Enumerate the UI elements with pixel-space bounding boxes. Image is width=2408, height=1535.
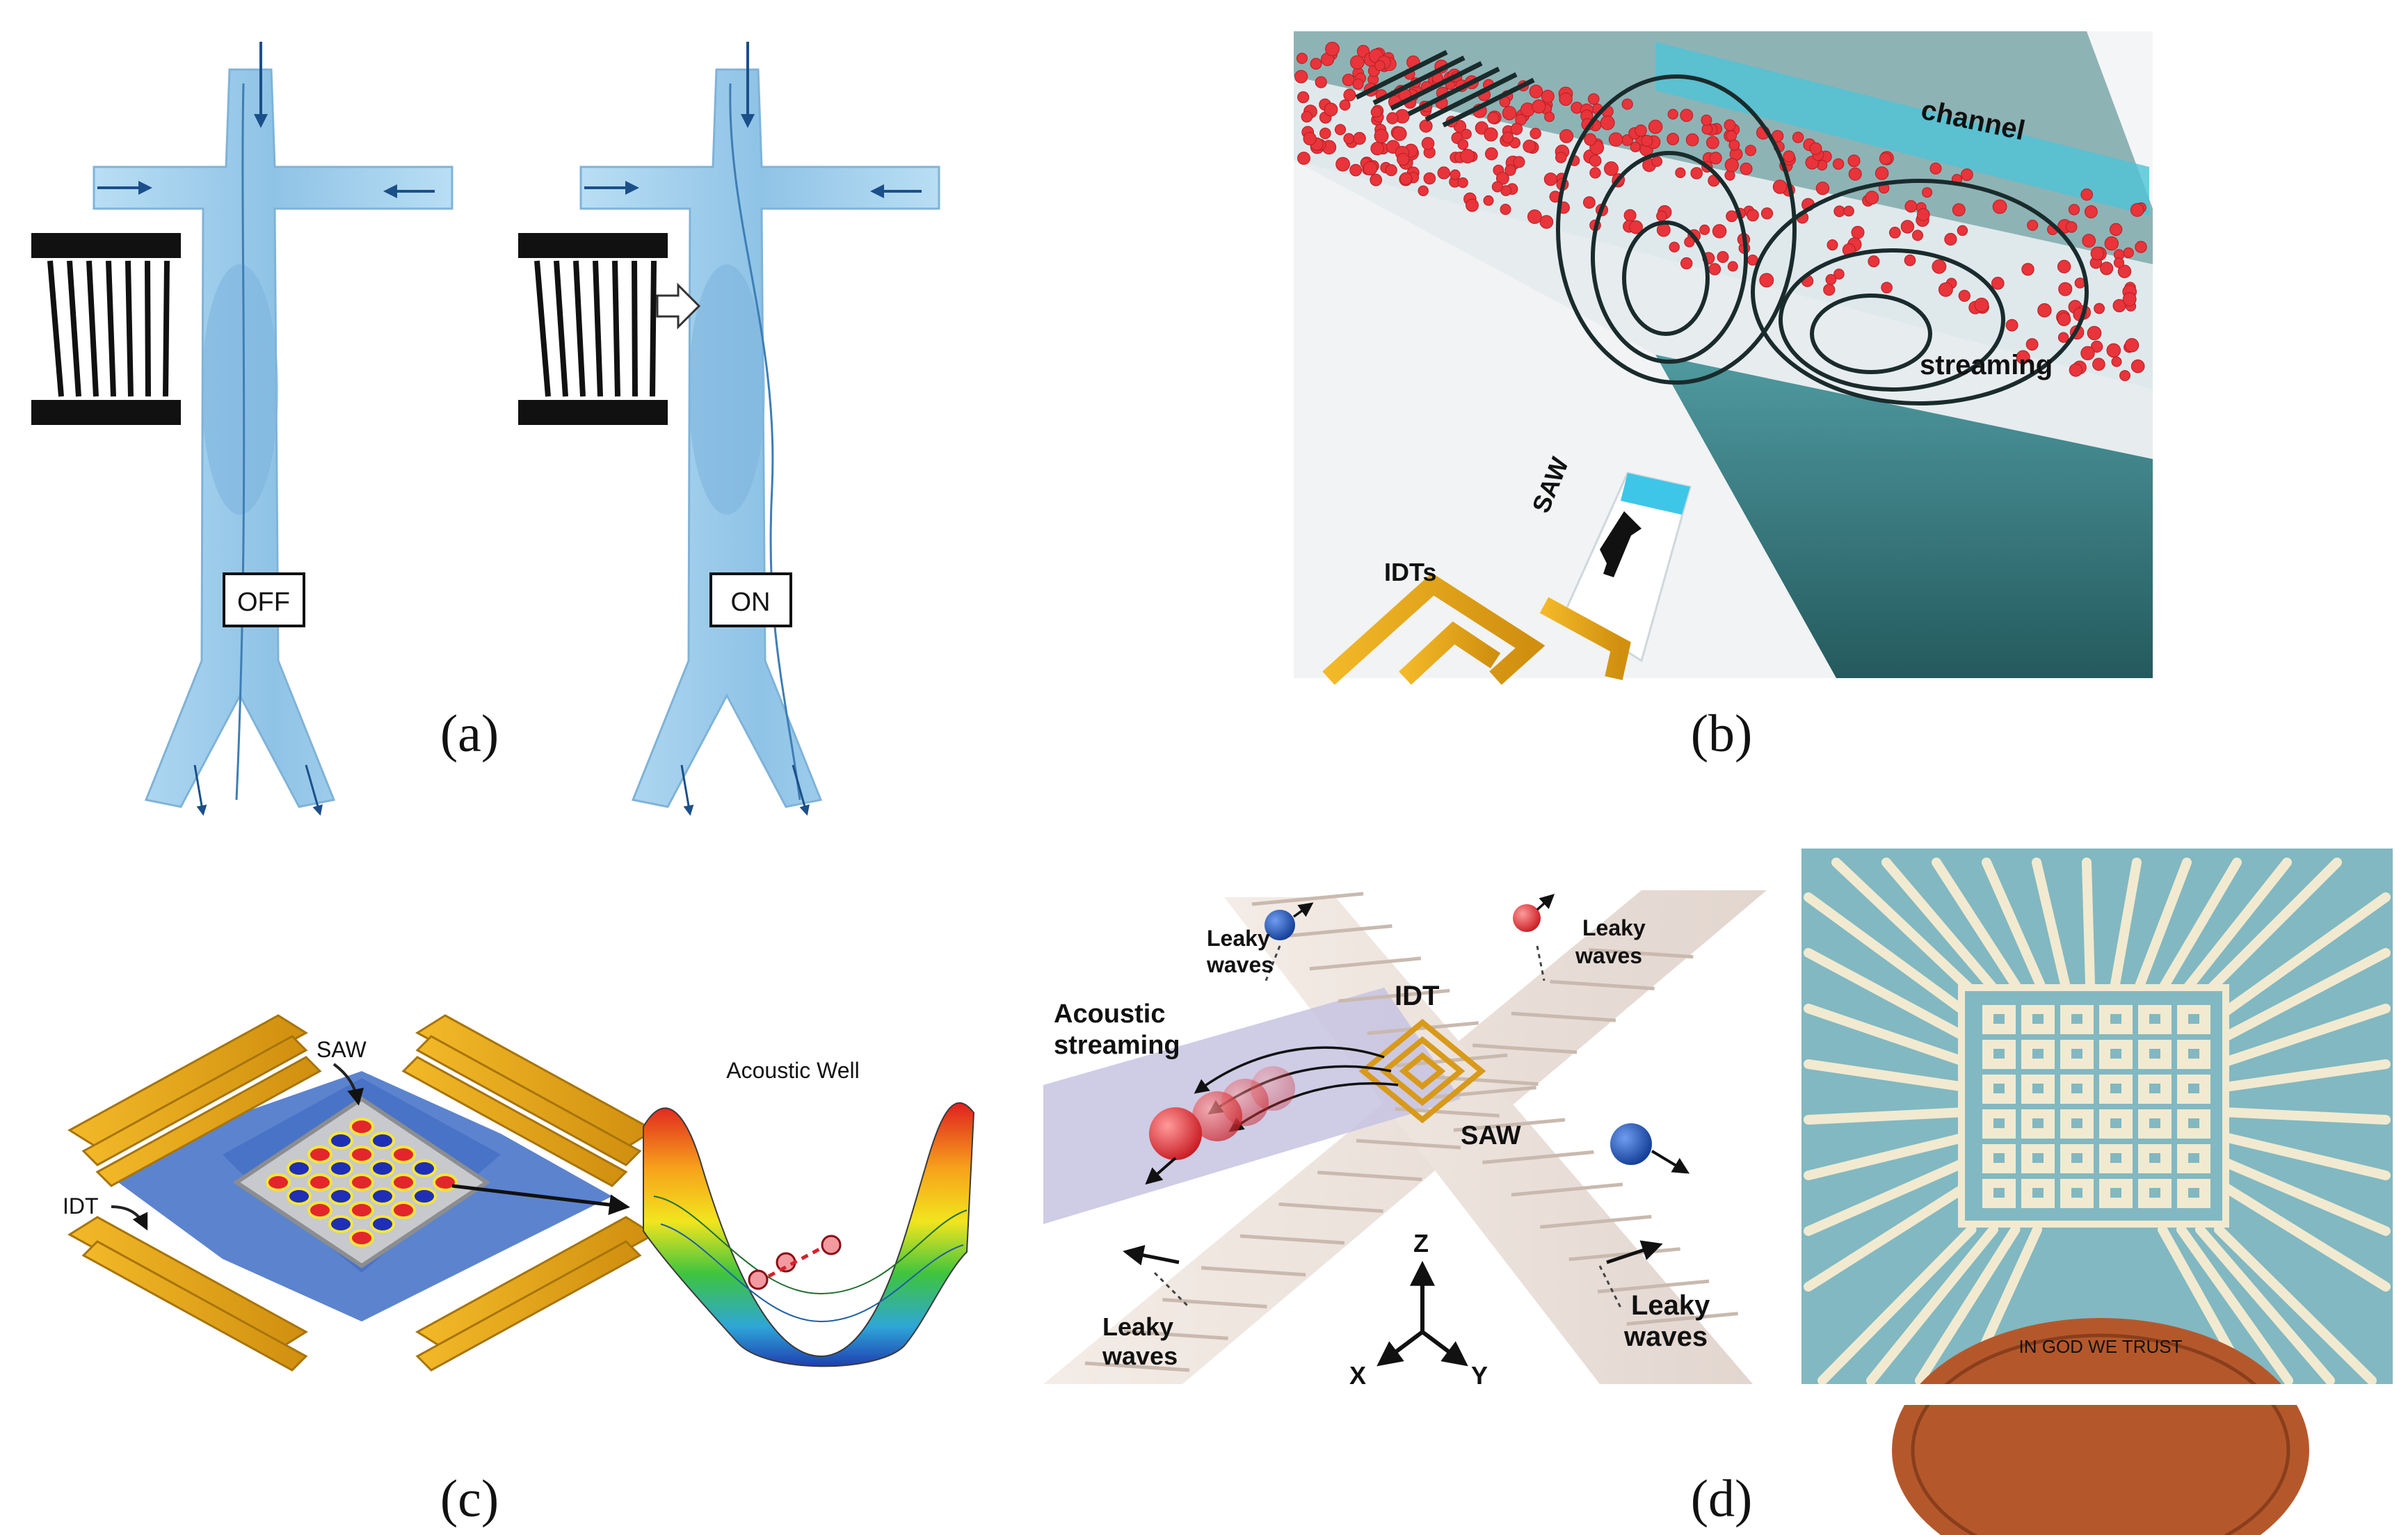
idt-label-c: IDT [63, 1194, 99, 1219]
caption-b: (b) [1691, 705, 1753, 763]
caption-d: (d) [1691, 1470, 1753, 1528]
sorter-on: ON [518, 42, 940, 816]
red-particle [1149, 1107, 1202, 1160]
axes [1376, 1260, 1468, 1367]
off-label: OFF [237, 588, 290, 617]
strip-lower-left [1043, 890, 1767, 1384]
electrode-leads [1804, 858, 2391, 1385]
standing-wave-pattern [266, 1118, 458, 1247]
caption-a: (a) [440, 705, 499, 763]
acoustic-well-label: Acoustic Well [726, 1058, 859, 1083]
caption-c: (c) [440, 1470, 499, 1528]
leaky-label-tl-1: Leaky [1207, 926, 1270, 951]
on-label: ON [731, 588, 771, 617]
saw-label-d: SAW [1461, 1121, 1521, 1150]
streaming-label-d: streaming [1054, 1031, 1180, 1060]
leaky-label-bl-2: waves [1102, 1342, 1178, 1370]
leaky-label-tr-2: waves [1575, 943, 1642, 968]
leaky-label-br-1: Leaky [1631, 1290, 1710, 1321]
panel-d: Z X Y Leaky waves Leaky waves Leaky wave… [1043, 890, 1767, 1390]
channel-wall [1655, 355, 2153, 678]
leaky-label-tr-1: Leaky [1582, 915, 1646, 940]
red-particle-top [1513, 904, 1541, 932]
panel-a: OFF ON (a) [31, 42, 940, 816]
idt-fingers-off [47, 260, 170, 397]
central-idt [1358, 1018, 1486, 1124]
idt-electrodes [1322, 572, 1631, 685]
acoustic-label: Acoustic [1054, 999, 1165, 1029]
axis-x-label: X [1349, 1361, 1366, 1390]
panel-d-photo: IN GOD WE TRUST (d) [1691, 849, 2393, 1535]
streaming-vortices [1556, 74, 2089, 405]
actuation-arrow [656, 282, 701, 330]
axis-z-label: Z [1413, 1229, 1429, 1257]
idts-label: IDTs [1384, 558, 1436, 586]
leaky-label-tl-2: waves [1206, 952, 1274, 977]
saw-strip [1564, 472, 1692, 663]
leaky-label-br-2: waves [1623, 1321, 1708, 1352]
channel-top-strip [1655, 42, 2149, 216]
penny-coin [1892, 1318, 2309, 1535]
panel-b: channel streaming SAW IDTs (b) [1294, 31, 2153, 763]
leaky-label-bl-1: Leaky [1102, 1312, 1173, 1341]
zoom-arrow [451, 1184, 630, 1216]
axis-y-label: Y [1471, 1361, 1488, 1390]
particle-cloud [1294, 42, 2147, 381]
panel-c: SAW IDT Acoustic Well (c) [63, 1014, 975, 1528]
idt-arrays [67, 1014, 656, 1372]
saw-label-c: SAW [316, 1037, 367, 1062]
idt-label-d: IDT [1395, 981, 1439, 1011]
blue-particle-top [1265, 910, 1295, 940]
sorter-off: OFF [31, 42, 453, 816]
acoustic-well [643, 1102, 975, 1367]
streaming-label: streaming [1920, 350, 2053, 380]
electrode-array [1982, 1005, 2210, 1208]
blue-particle-right [1610, 1123, 1652, 1165]
coin-motto: IN GOD WE TRUST [2019, 1336, 2183, 1357]
